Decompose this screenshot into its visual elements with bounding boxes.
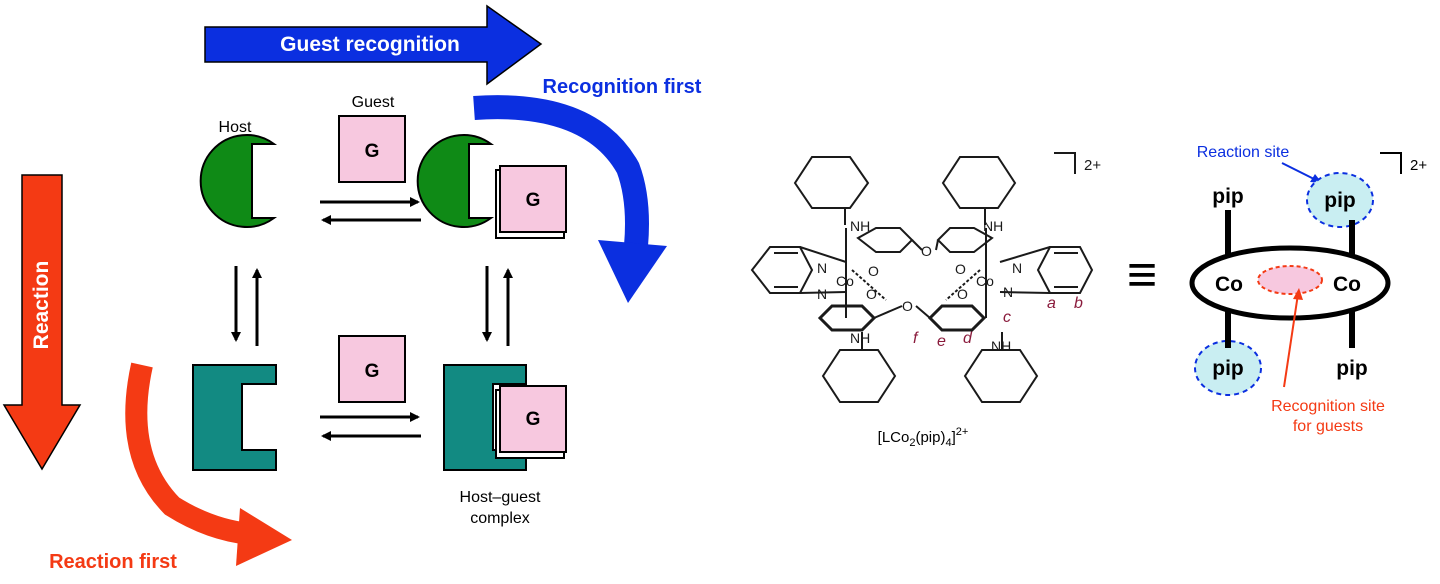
- equilibrium-arrows-left: [231, 266, 262, 346]
- chemical-structure: [750, 152, 1094, 403]
- svg-text:O: O: [921, 243, 932, 259]
- svg-text:N: N: [817, 286, 827, 302]
- svg-text:e: e: [937, 333, 946, 350]
- reaction-site-label: Reaction site: [1197, 144, 1290, 161]
- recognition-first-label: Recognition first: [543, 76, 702, 98]
- charge-bracket: [1380, 152, 1402, 174]
- host-guest-complex-label-1: Host–guest: [460, 489, 541, 506]
- svg-text:NH: NH: [991, 338, 1011, 354]
- reaction-site-highlight-top: [1306, 172, 1374, 228]
- charge-label: 2+: [1410, 157, 1427, 174]
- recognition-site-highlight: [1257, 265, 1323, 295]
- svg-text:G: G: [526, 409, 541, 430]
- svg-text:d: d: [963, 330, 973, 347]
- reaction-site-highlight-bottom: [1194, 340, 1262, 396]
- svg-text:O: O: [902, 298, 913, 314]
- reaction-first-label: Reaction first: [49, 551, 177, 573]
- svg-text:Co: Co: [976, 273, 994, 289]
- reaction-first-curved-arrow: [125, 362, 292, 566]
- pip-bottom-right: pip: [1336, 357, 1368, 380]
- svg-text:N: N: [1003, 284, 1013, 300]
- equivalence-sign: ≡: [1127, 246, 1157, 304]
- svg-text:N: N: [817, 260, 827, 276]
- svg-text:O: O: [955, 261, 966, 277]
- host-shape-green: [199, 134, 278, 228]
- svg-text:N: N: [1012, 260, 1022, 276]
- svg-text:O: O: [957, 286, 968, 302]
- pip-top-right: pip: [1324, 189, 1356, 212]
- host-label: Host: [219, 119, 252, 136]
- svg-text:c: c: [1003, 309, 1011, 326]
- guest-recognition-arrow: Guest recognition: [204, 4, 543, 86]
- pip-top-left: pip: [1212, 185, 1244, 208]
- guest-recognition-label: Guest recognition: [280, 33, 460, 56]
- host-guest-complex-label-2: complex: [470, 510, 530, 527]
- svg-text:O: O: [868, 263, 879, 279]
- reaction-label: Reaction: [30, 261, 53, 350]
- svg-text:NH: NH: [850, 218, 870, 234]
- pip-bottom-left: pip: [1212, 357, 1244, 380]
- svg-text:Co: Co: [836, 273, 854, 289]
- co-right: Co: [1333, 273, 1361, 296]
- svg-text:G: G: [526, 190, 541, 211]
- svg-text:f: f: [913, 330, 919, 347]
- svg-text:a: a: [1047, 295, 1056, 312]
- guest-square-top: G: [338, 115, 406, 183]
- recognition-first-curved-arrow: [473, 95, 667, 303]
- recognition-site-label-2: for guests: [1293, 418, 1363, 435]
- reaction-arrow: Reaction: [2, 174, 82, 471]
- equilibrium-arrows-top: [320, 197, 421, 225]
- complex-top-green: G: [416, 134, 567, 239]
- svg-text:G: G: [365, 361, 380, 382]
- host-shape-teal: [192, 364, 277, 471]
- svg-text:NH: NH: [850, 330, 870, 346]
- complex-formula: [LCo2(pip)4]2+: [878, 426, 969, 449]
- svg-text:O: O: [866, 286, 877, 302]
- guest-label: Guest: [352, 94, 395, 111]
- recognition-site-label-1: Recognition site: [1271, 398, 1385, 415]
- guest-square-bottom: G: [338, 335, 406, 403]
- chemical-atom-labels: 2+ NH NH N N N N Co Co O O O O O O NH NH: [817, 157, 1101, 354]
- svg-text:2+: 2+: [1084, 157, 1101, 174]
- svg-text:b: b: [1074, 295, 1083, 312]
- equilibrium-arrows-bottom: [320, 412, 421, 441]
- position-labels: a b c d e f: [913, 295, 1083, 350]
- svg-text:G: G: [365, 141, 380, 162]
- recognition-site-pointer: [1283, 293, 1299, 388]
- equilibrium-arrows-right: [482, 266, 513, 346]
- co-left: Co: [1215, 273, 1243, 296]
- svg-text:NH: NH: [983, 218, 1003, 234]
- complex-bottom-teal: G: [443, 364, 567, 471]
